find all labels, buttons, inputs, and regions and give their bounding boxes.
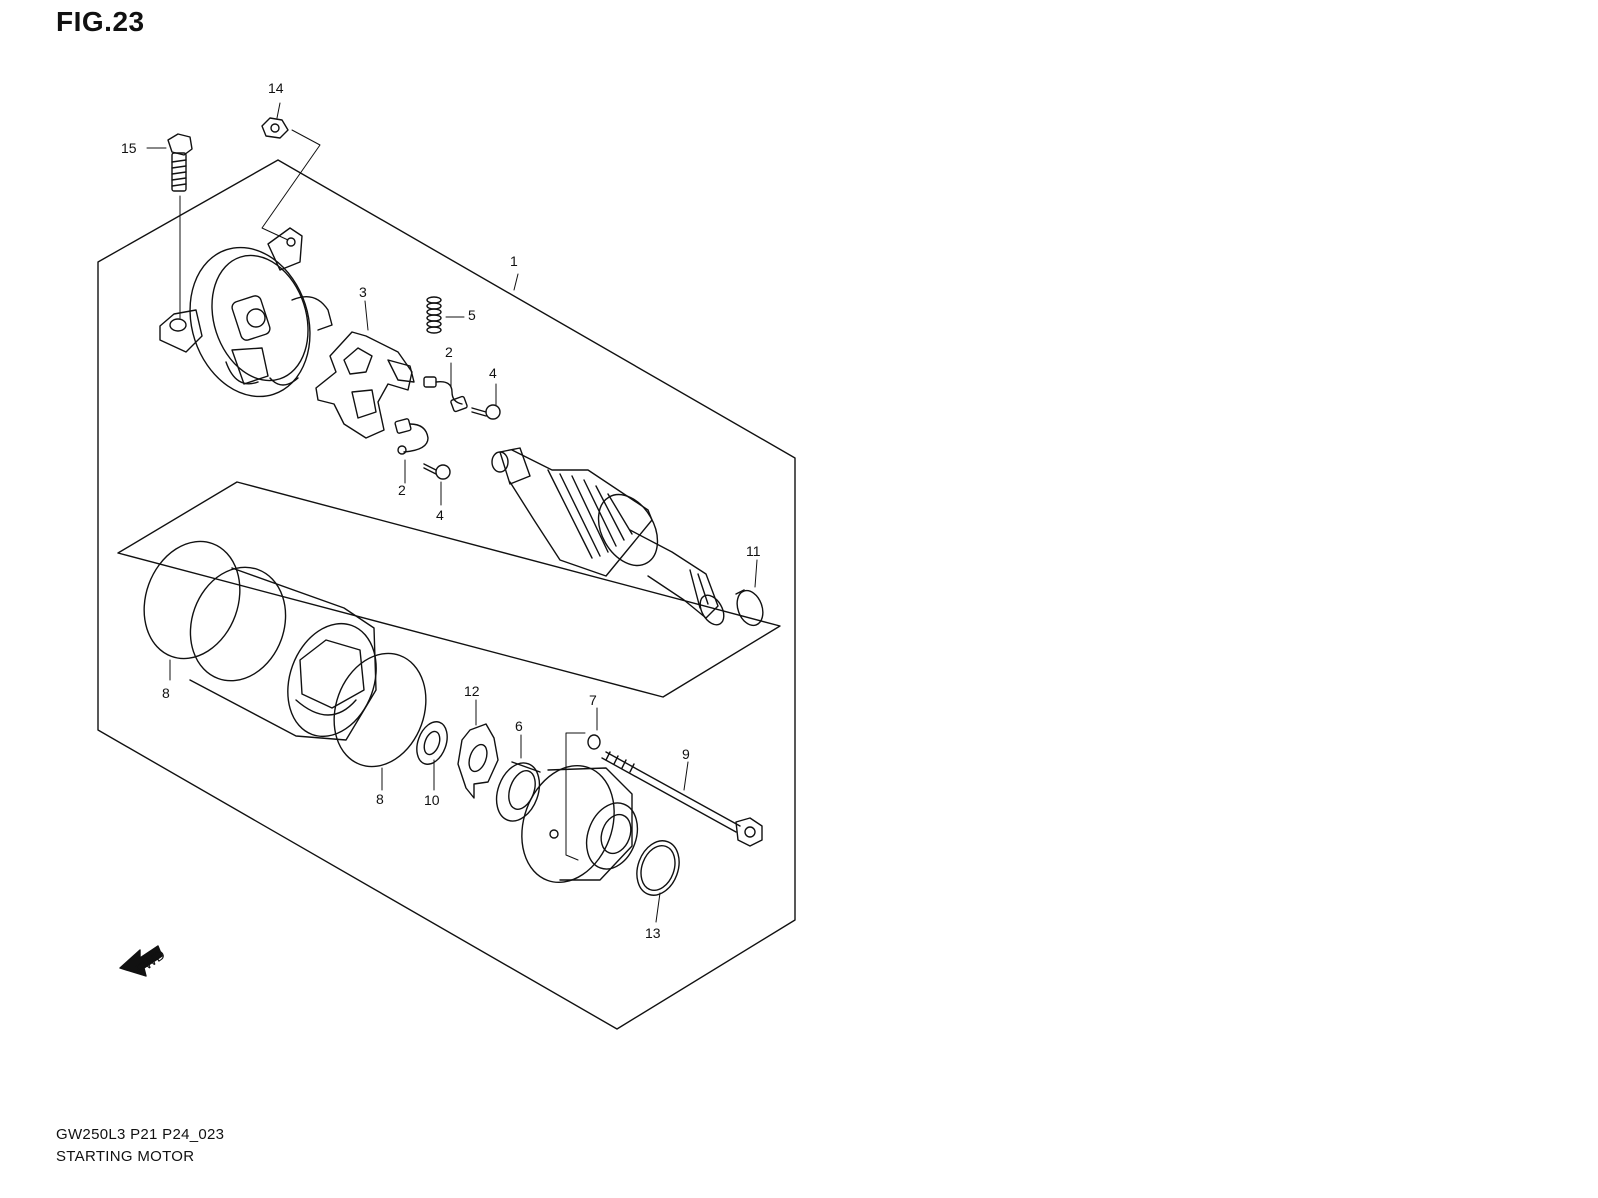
callout-10: 10 [424, 792, 440, 808]
part-14-nut [261, 117, 289, 139]
part-6-oil-seal [495, 761, 541, 822]
part-10-washer [416, 721, 448, 765]
callout-1: 1 [510, 253, 518, 269]
callout-8a: 8 [162, 685, 170, 701]
callout-2a: 2 [445, 344, 453, 360]
part-2-brush-lower [394, 418, 429, 455]
callout-13: 13 [645, 925, 661, 941]
callout-11: 11 [746, 543, 761, 559]
end-cover-assembly [159, 227, 333, 398]
callout-15: 15 [121, 140, 137, 156]
leader-lines [146, 102, 758, 923]
callout-7: 7 [589, 692, 597, 708]
part-11-circlip [735, 589, 764, 627]
figure-title: FIG.23 [56, 6, 145, 37]
drawing-code: GW250L3 P21 P24_023 [56, 1126, 225, 1143]
forward-arrow-icon [119, 945, 163, 977]
part-8-o-ring-left [143, 540, 241, 660]
part-2-brush-upper [423, 376, 468, 413]
part-4-screw-lower [423, 463, 451, 480]
callout-6: 6 [515, 718, 523, 734]
figure-name: STARTING MOTOR [56, 1148, 195, 1165]
callout-5: 5 [468, 307, 476, 323]
yoke-housing [189, 566, 377, 741]
callout-3: 3 [359, 284, 367, 300]
part-7-o-ring [587, 734, 601, 750]
callout-14: 14 [268, 80, 284, 96]
part-4-screw-upper [471, 404, 501, 420]
callout-2b: 2 [398, 482, 406, 498]
part-9-long-bolt [601, 751, 763, 847]
callout-4a: 4 [489, 365, 497, 381]
part-12-lock-plate [457, 723, 499, 799]
part-5-spring [426, 296, 442, 334]
part-13-o-ring [636, 840, 680, 896]
drive-end-housing [521, 764, 639, 884]
inner-frame-outline [117, 481, 781, 698]
part-3-brush-holder [315, 331, 415, 439]
callout-12: 12 [464, 683, 480, 699]
part-15-bolt [167, 133, 193, 192]
callouts: 1 2 2 3 4 4 5 6 7 8 8 9 10 11 12 13 14 1… [121, 80, 761, 941]
armature [491, 447, 725, 626]
callout-4b: 4 [436, 507, 444, 523]
assembly-outline [97, 159, 796, 1030]
part-8-o-ring-right [333, 652, 427, 768]
callout-9: 9 [682, 746, 690, 762]
callout-8b: 8 [376, 791, 384, 807]
